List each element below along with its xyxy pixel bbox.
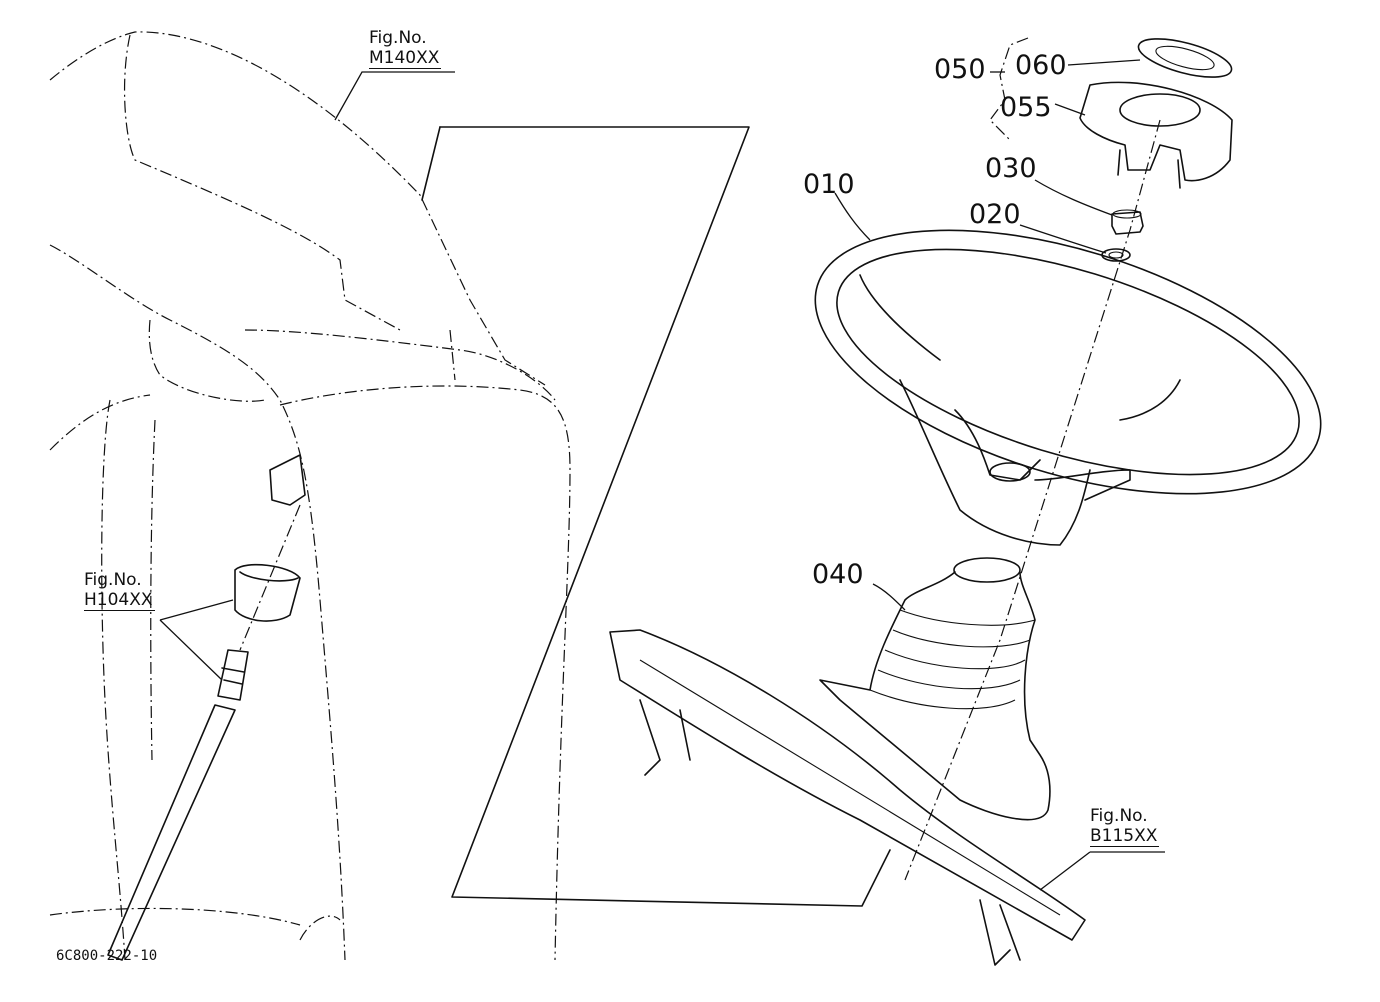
steering-wheel bbox=[814, 229, 1322, 546]
fig-ref-code: B115XX bbox=[1090, 826, 1160, 847]
fig-ref-prefix: Fig.No. bbox=[369, 28, 427, 48]
fig-ref-h104: Fig.No. H104XX bbox=[84, 570, 155, 611]
fig-ref-code: M140XX bbox=[369, 48, 442, 69]
diagram-code: 6C800-222-10 bbox=[56, 948, 158, 964]
fig-ref-b115: Fig.No. B115XX bbox=[1090, 806, 1160, 847]
fig-ref-prefix: Fig.No. bbox=[84, 570, 142, 590]
part-label-060: 060 bbox=[1015, 50, 1067, 81]
washer-020 bbox=[1101, 248, 1131, 262]
dashboard-outline bbox=[49, 31, 571, 961]
nut-030 bbox=[1111, 209, 1144, 235]
fig-ref-code: H104XX bbox=[84, 590, 155, 611]
boot-040 bbox=[819, 557, 1051, 821]
detail-frame bbox=[421, 126, 891, 907]
part-label-030: 030 bbox=[985, 153, 1037, 184]
emblem-060 bbox=[1137, 38, 1233, 78]
steering-shaft bbox=[107, 454, 306, 961]
part-label-020: 020 bbox=[969, 199, 1021, 230]
fig-ref-prefix: Fig.No. bbox=[1090, 806, 1148, 826]
fig-ref-m140: Fig.No. M140XX bbox=[369, 28, 442, 69]
part-label-055: 055 bbox=[1000, 92, 1052, 123]
center-cover-055 bbox=[1079, 81, 1233, 189]
lower-panel bbox=[609, 629, 1086, 966]
part-label-050: 050 bbox=[934, 54, 986, 85]
part-label-010: 010 bbox=[803, 169, 855, 200]
part-label-040: 040 bbox=[812, 559, 864, 590]
leader-lines bbox=[159, 37, 1165, 891]
